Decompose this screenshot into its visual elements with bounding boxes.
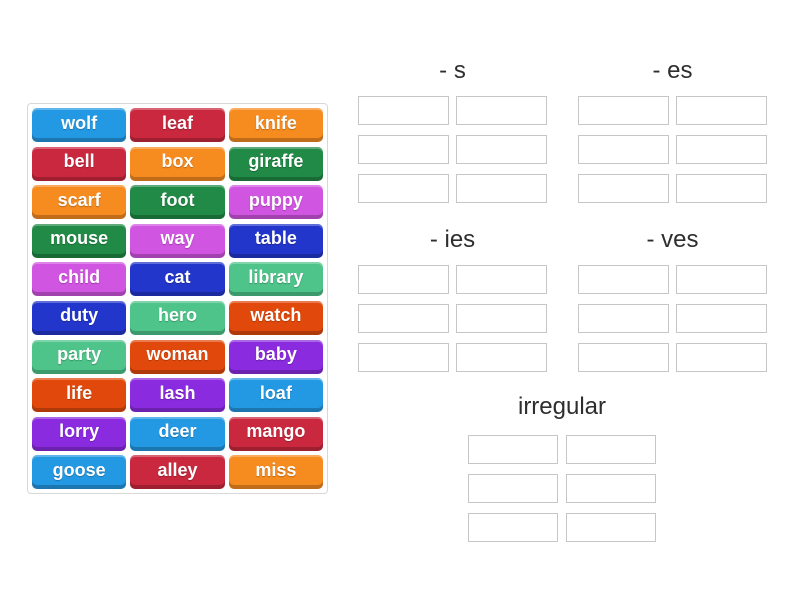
slot-grid [468,435,656,542]
word-tile[interactable]: way [130,223,225,258]
drop-slot[interactable] [468,474,558,503]
word-tile[interactable]: scarf [32,185,127,220]
word-tile[interactable]: hero [130,300,225,335]
word-tile[interactable]: life [32,378,127,413]
drop-slot[interactable] [578,265,669,294]
word-tile[interactable]: lash [130,378,225,413]
word-tile[interactable]: table [228,223,323,258]
drop-slot[interactable] [578,304,669,333]
group-label: irregular [517,393,607,420]
group-irregular: irregular [468,392,656,542]
group-es: - es [578,56,767,203]
word-tile[interactable]: leaf [130,108,225,142]
drop-slot[interactable] [676,304,767,333]
word-tile[interactable]: alley [130,455,225,490]
drop-slot[interactable] [456,96,547,125]
drop-slot[interactable] [456,343,547,372]
word-tile[interactable]: duty [32,300,127,335]
drop-slot[interactable] [566,435,656,464]
slot-grid [358,265,547,372]
word-tile[interactable]: box [130,146,225,181]
drop-slot[interactable] [566,513,656,542]
drop-slot[interactable] [676,135,767,164]
drop-slot[interactable] [578,96,669,125]
word-tile[interactable]: lorry [32,416,127,451]
word-tile[interactable]: goose [32,455,127,490]
drop-slot[interactable] [676,265,767,294]
word-tile[interactable]: watch [228,300,323,335]
drop-slot[interactable] [358,174,449,203]
word-tile[interactable]: mouse [32,223,127,258]
word-tile[interactable]: bell [32,146,127,181]
word-tile[interactable]: deer [130,416,225,451]
drop-slot[interactable] [468,435,558,464]
drop-slot[interactable] [578,343,669,372]
word-tile[interactable]: library [228,262,323,297]
group-ves: - ves [578,225,767,372]
group-ies: - ies [358,225,547,372]
drop-slot[interactable] [456,135,547,164]
drop-slot[interactable] [676,96,767,125]
drop-slot[interactable] [358,135,449,164]
word-tile[interactable]: knife [228,108,323,142]
group-label: - s [439,57,466,84]
drop-slot[interactable] [676,174,767,203]
word-tile[interactable]: wolf [32,108,127,142]
group-s: - s [358,56,547,203]
slot-grid [358,96,547,203]
drop-slot[interactable] [358,343,449,372]
drop-slot[interactable] [358,265,449,294]
slot-grid [578,265,767,372]
group-label: - ies [429,226,476,253]
drop-slot[interactable] [456,304,547,333]
word-tile[interactable]: child [32,262,127,297]
drop-slot[interactable] [578,174,669,203]
drop-slot[interactable] [456,174,547,203]
group-label: - ves [646,226,699,253]
group-label: - es [652,57,693,84]
word-tile[interactable]: puppy [228,185,323,220]
word-tile[interactable]: loaf [228,378,323,413]
word-tile[interactable]: woman [130,339,225,374]
word-tile[interactable]: foot [130,185,225,220]
word-tile[interactable]: cat [130,262,225,297]
drop-slot[interactable] [456,265,547,294]
drop-slot[interactable] [566,474,656,503]
drop-slot[interactable] [358,96,449,125]
slot-grid [578,96,767,203]
drop-slot[interactable] [358,304,449,333]
word-tile[interactable]: baby [228,339,323,374]
word-tile[interactable]: miss [228,455,323,490]
word-tile[interactable]: mango [228,416,323,451]
drop-slot[interactable] [578,135,669,164]
drop-slot[interactable] [468,513,558,542]
word-tile[interactable]: party [32,339,127,374]
drop-slot[interactable] [676,343,767,372]
word-tile[interactable]: giraffe [228,146,323,181]
